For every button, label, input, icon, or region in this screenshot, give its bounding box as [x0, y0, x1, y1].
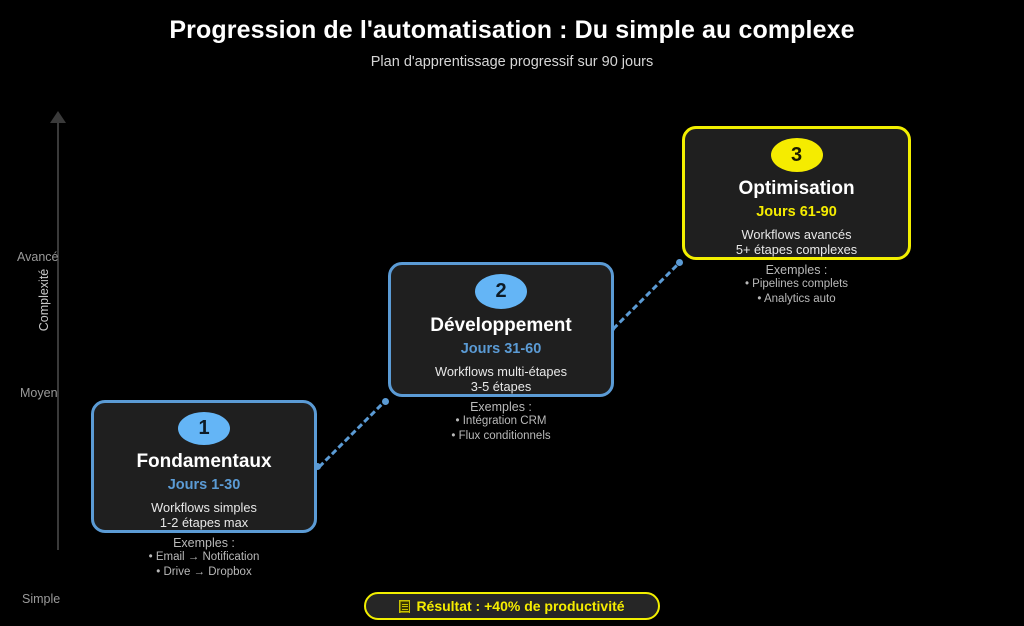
stage-1-title: Fondamentaux [136, 451, 272, 472]
y-axis-tick-high: Avancé [17, 250, 59, 264]
missing-glyph-icon [399, 599, 411, 613]
result-label: Résultat : +40% de productivité [416, 598, 625, 614]
stage-2-number-badge: 2 [475, 274, 527, 309]
stage-3-title: Optimisation [738, 178, 855, 199]
page-subtitle: Plan d'apprentissage progressif sur 90 j… [370, 54, 654, 70]
stage-3-desc-line1: Workflows avancés [741, 227, 852, 242]
stage-3-desc-line2: 5+ étapes complexes [735, 242, 858, 257]
stage-3-example-item: • Analytics auto [757, 293, 836, 305]
stage-3-days: Jours 61-90 [756, 204, 837, 220]
connector-1-2 [318, 403, 383, 469]
result-badge: Résultat : +40% de productivité [364, 592, 660, 620]
stage-2-desc-line1: Workflows multi-étapes [434, 364, 568, 379]
stage-1-examples-title: Exemples : [173, 536, 235, 550]
stage-1-days: Jours 1-30 [167, 477, 241, 493]
stage-1-desc-line2: 1-2 étapes max [159, 515, 249, 530]
stage-1-desc-line1: Workflows simples [151, 500, 257, 515]
stage-3-examples-title: Exemples : [765, 263, 828, 277]
stage-2-days: Jours 31-60 [460, 341, 542, 357]
stage-2-desc-line2: 3-5 étapes [470, 379, 532, 394]
stage-1-number-badge: 1 [178, 412, 230, 445]
stage-3-example-item: • Pipelines complets [744, 278, 849, 290]
y-axis-tick-low: Simple [22, 592, 61, 606]
stage-1-example-item: • Email → Notification [148, 551, 260, 563]
y-axis-line [57, 120, 59, 550]
stage-3-box[interactable]: 3 Optimisation Jours 61-90 Workflows ava… [682, 126, 911, 260]
connector-2-3-end-dot [676, 259, 683, 266]
stage-2-example-item: • Flux conditionnels [451, 430, 551, 442]
page-title: Progression de l'automatisation : Du sim… [169, 16, 855, 44]
connector-1-2-end-dot [382, 398, 389, 405]
stage-1-example-item: • Drive → Dropbox [156, 566, 252, 578]
y-axis-tick-mid: Moyen [20, 386, 58, 400]
stage-2-box[interactable]: 2 Développement Jours 31-60 Workflows mu… [388, 262, 614, 397]
stage-1-box[interactable]: 1 Fondamentaux Jours 1-30 Workflows simp… [91, 400, 317, 533]
stage-3-number-badge: 3 [770, 138, 823, 172]
stage-3-examples: Exemples : • Pipelines complets • Analyt… [682, 263, 911, 307]
stage-2-examples-title: Exemples : [470, 400, 532, 414]
stage-2-example-item: • Intégration CRM [455, 415, 547, 427]
y-axis-arrow-icon [50, 111, 66, 123]
connector-2-3 [612, 264, 678, 331]
stage-1-examples: Exemples : • Email → Notification • Driv… [91, 536, 317, 580]
connector-1-2-start-dot [314, 463, 321, 470]
stage-2-examples: Exemples : • Intégration CRM • Flux cond… [388, 400, 614, 444]
stage-2-title: Développement [430, 315, 572, 336]
